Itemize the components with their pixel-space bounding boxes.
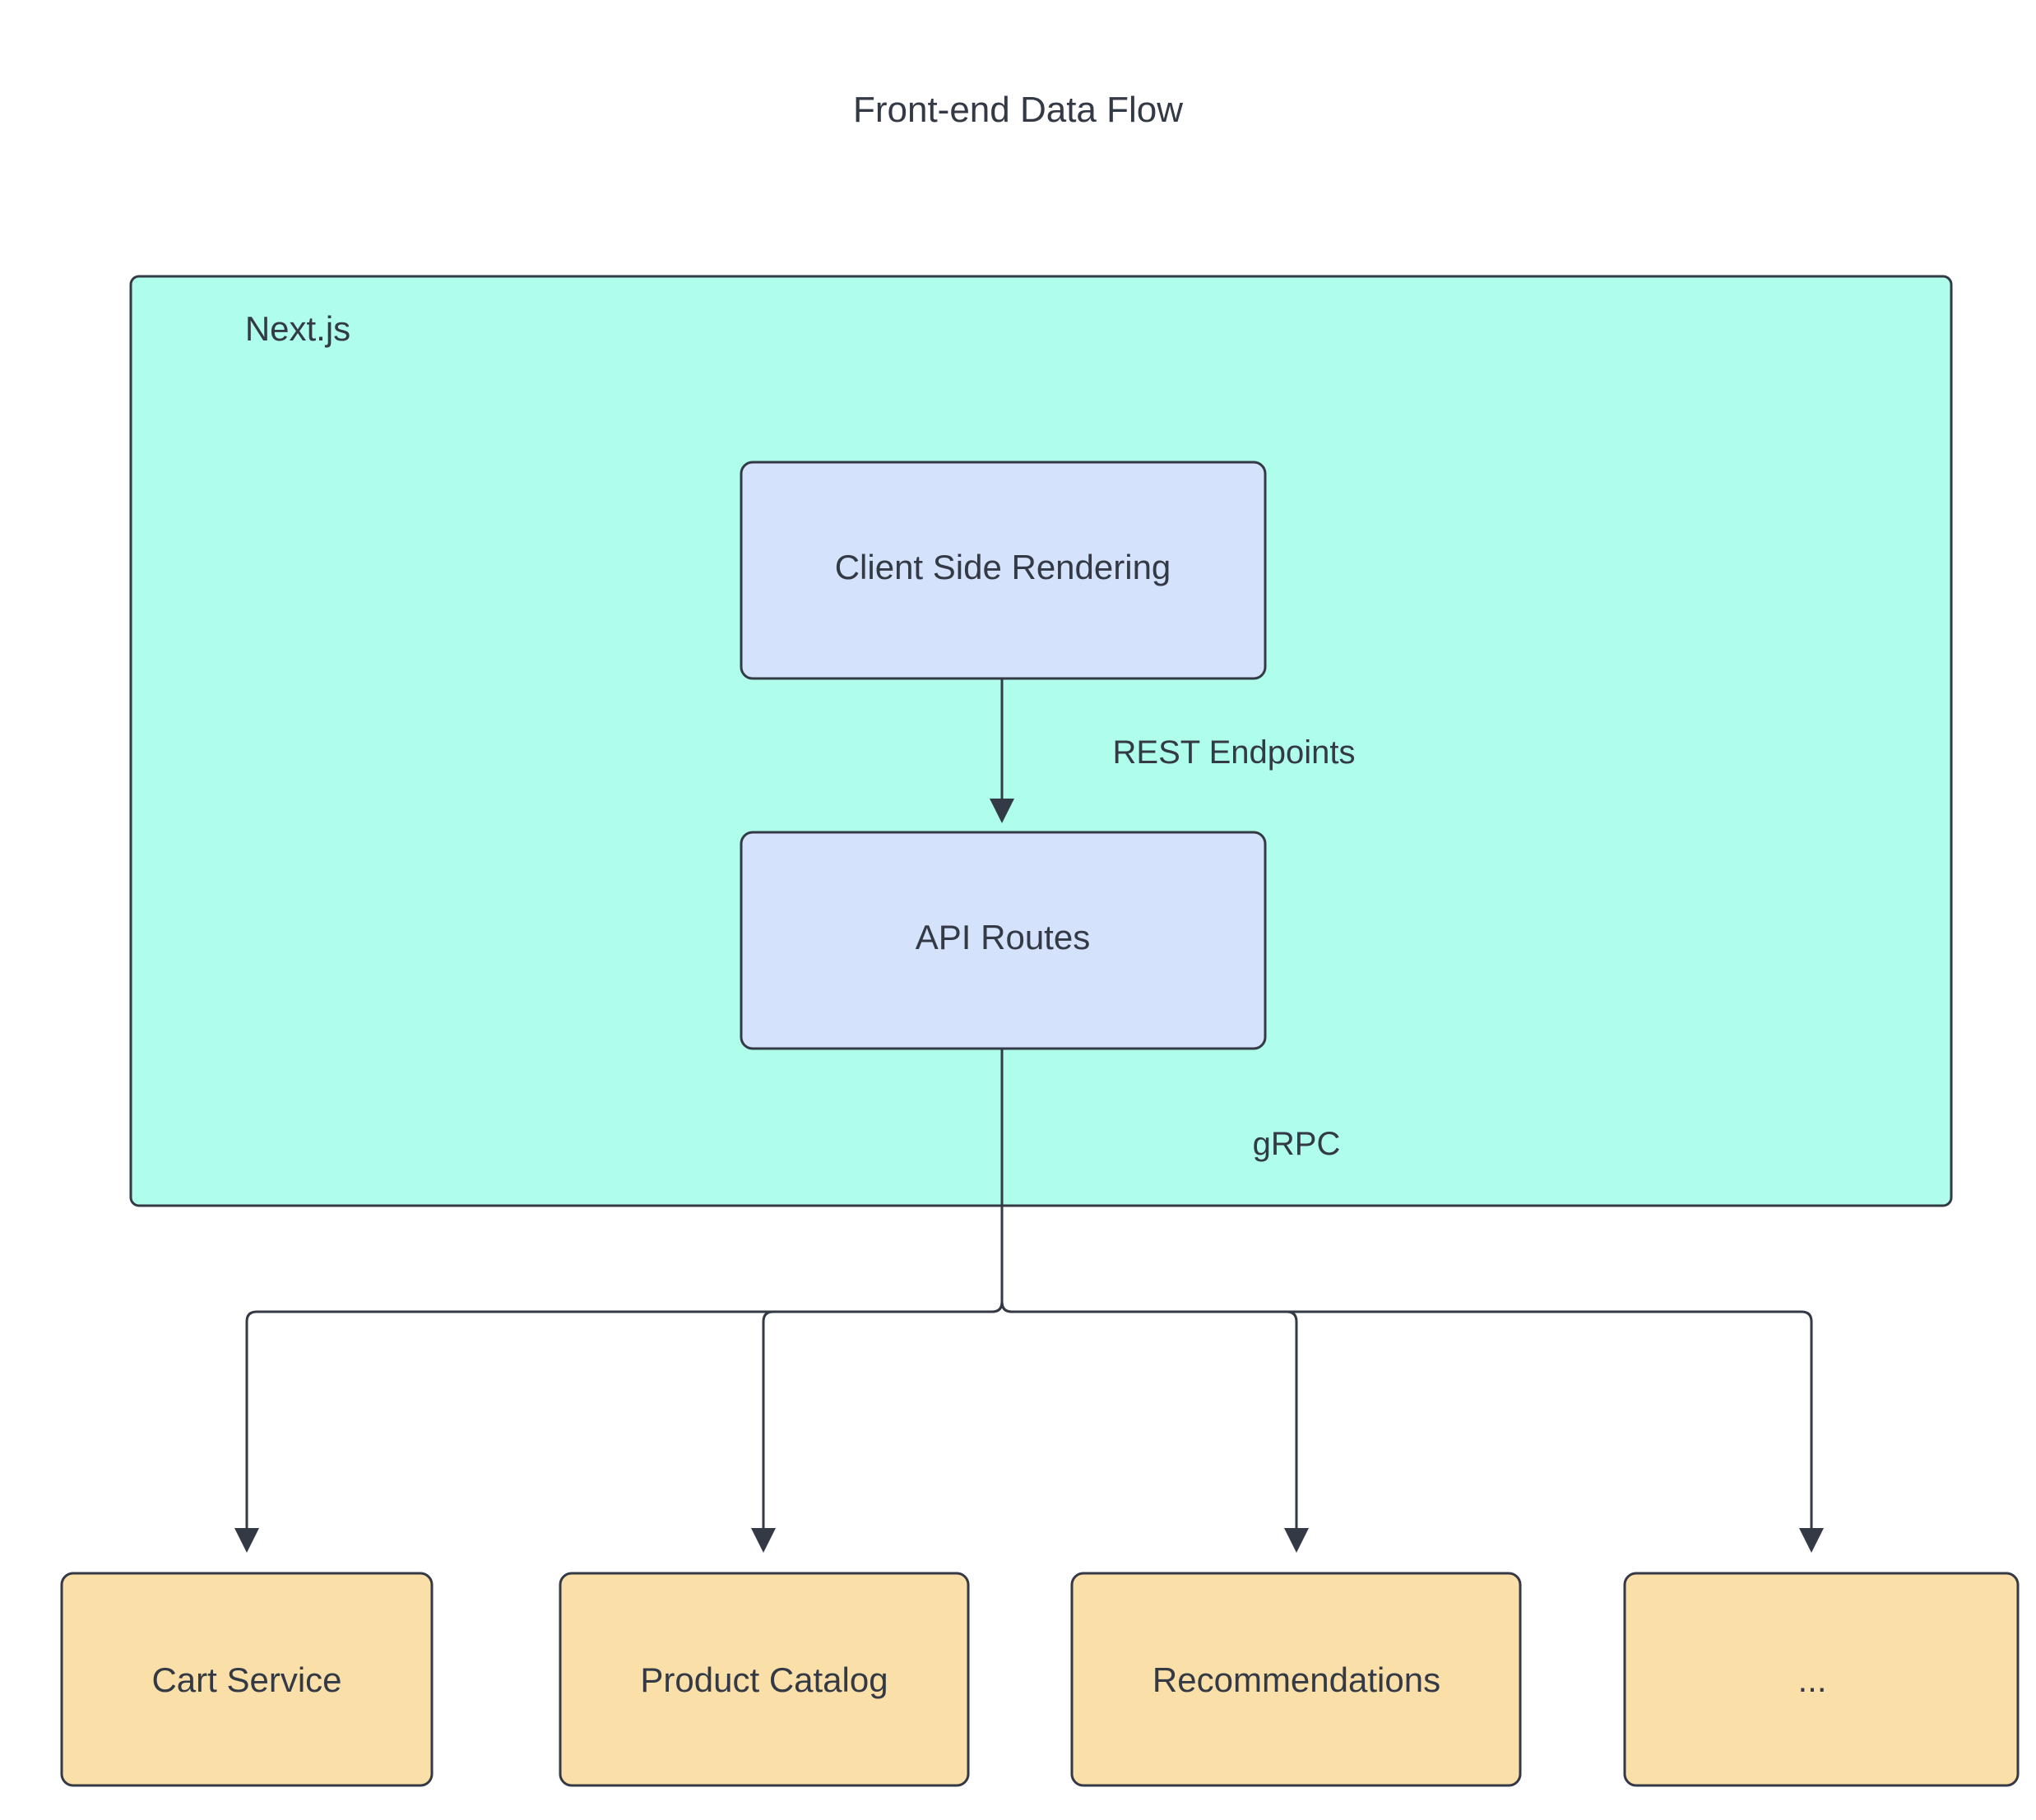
node-label-more-services: ... [1797, 1660, 1827, 1699]
node-label-recommendations: Recommendations [1152, 1660, 1441, 1699]
edge-label-rest-endpoints: REST Endpoints [1112, 734, 1356, 771]
edge-api-to-more [1000, 1049, 1824, 1553]
node-label-api-routes: API Routes [915, 917, 1091, 956]
node-label-client-side-rendering: Client Side Rendering [834, 547, 1171, 586]
node-recommendations-box[interactable] [1070, 1572, 1522, 1787]
edge-label-grpc: gRPC [1252, 1126, 1341, 1162]
node-label-cart-service: Cart Service [151, 1660, 342, 1699]
node-cart-service-box[interactable] [60, 1572, 434, 1787]
cluster-nextjs-box [129, 275, 1953, 1207]
node-client-side-rendering-box[interactable] [740, 461, 1267, 680]
diagram-title: Front-end Data Flow [852, 90, 1184, 130]
node-product-catalog-box[interactable] [559, 1572, 970, 1787]
node-more-services-box[interactable] [1623, 1572, 2020, 1787]
cluster-label-nextjs: Next.js [244, 308, 351, 348]
node-label-product-catalog: Product Catalog [640, 1660, 888, 1699]
